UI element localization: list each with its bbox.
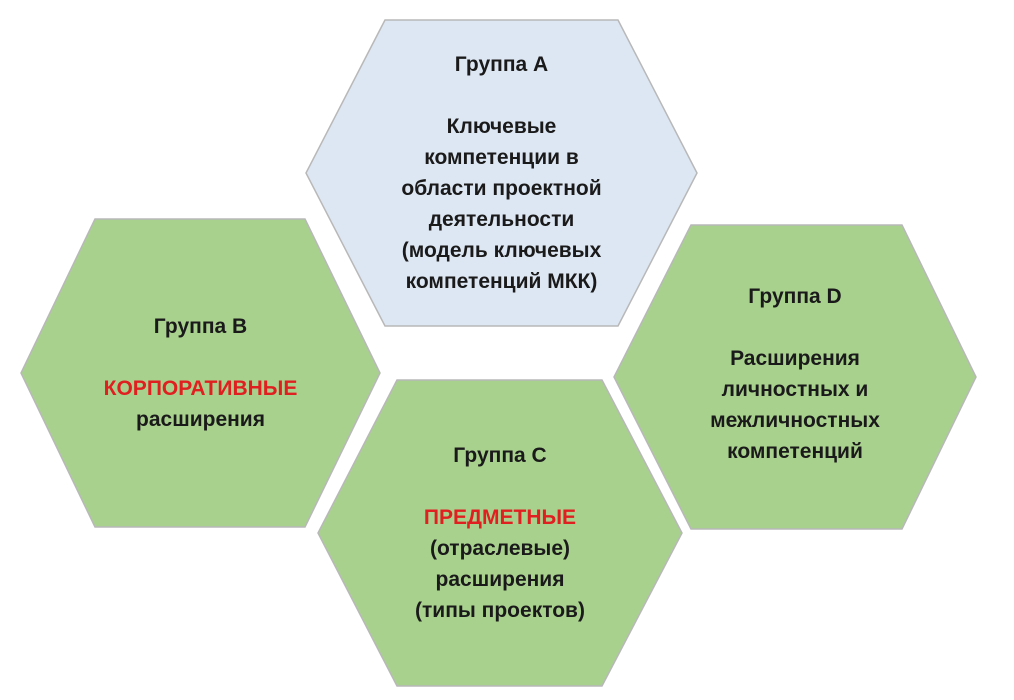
- group-c-text: Группа С ПРЕДМЕТНЫЕ (отраслевые) расшире…: [318, 380, 682, 686]
- group-b-title: Группа В: [153, 315, 248, 338]
- hexagon-group-c: [317, 379, 683, 687]
- group-b-text: Группа В КОРПОРАТИВНЫЕ расширения: [21, 219, 380, 527]
- group-a-title: Группа А: [454, 53, 549, 76]
- hexagon-group-a: [305, 19, 698, 327]
- group-c-accent: ПРЕДМЕТНЫЕ: [423, 506, 577, 529]
- group-a-line: области проектной: [401, 177, 602, 200]
- hexagon-group-d: [613, 224, 977, 530]
- group-c-line: (отраслевые): [429, 537, 571, 560]
- group-c-line: (типы проектов): [415, 599, 585, 622]
- group-d-line: компетенций: [727, 440, 863, 463]
- hexagon-group-b: [20, 218, 381, 528]
- group-a-line: компетенции в: [424, 146, 579, 169]
- group-b-accent: КОРПОРАТИВНЫЕ: [103, 377, 298, 400]
- group-d-line: Расширения: [730, 347, 860, 370]
- group-a-line: деятельности: [428, 208, 575, 231]
- group-d-line: личностных и: [721, 378, 869, 401]
- group-a-text: Группа А Ключевые компетенции в области …: [306, 20, 697, 326]
- group-a-line: Ключевые: [446, 115, 557, 138]
- group-c-line: расширения: [435, 568, 565, 591]
- group-a-line: компетенций МКК): [405, 270, 598, 293]
- group-d-title: Группа D: [748, 285, 842, 308]
- group-d-text: Группа D Расширения личностных и межличн…: [614, 225, 976, 529]
- group-d-line: межличностных: [710, 409, 880, 432]
- group-b-line: расширения: [136, 408, 265, 431]
- group-c-title: Группа С: [453, 444, 547, 467]
- group-a-line: (модель ключевых: [401, 239, 602, 262]
